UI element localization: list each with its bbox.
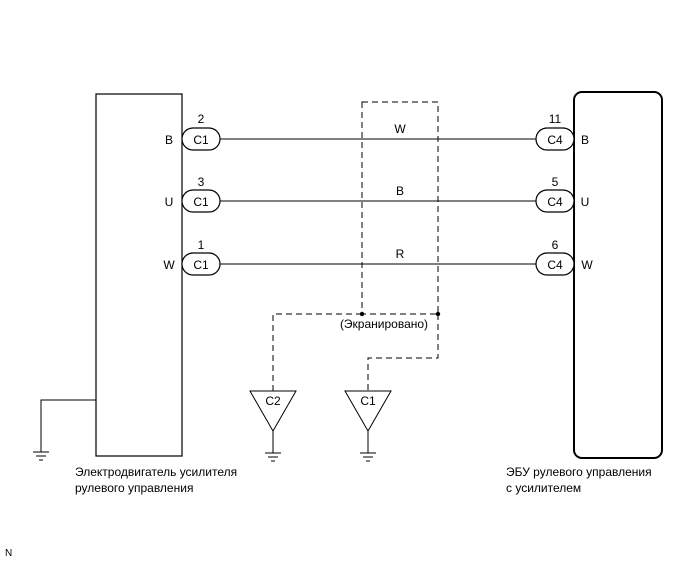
right-pin-number: 5 — [552, 175, 559, 189]
power-steering-motor-box — [95, 93, 183, 457]
left-connector-b: C1 — [181, 127, 221, 151]
right-pin-number: 6 — [552, 238, 559, 252]
connector-label: C1 — [193, 133, 209, 147]
connector-label: C1 — [193, 195, 209, 209]
left-pin-number: 3 — [198, 175, 205, 189]
right-terminal-label: U — [581, 195, 590, 209]
left-terminal-label: U — [165, 195, 174, 209]
connector-label: C4 — [547, 258, 563, 272]
ecu-caption-line1: ЭБУ рулевого управления — [506, 465, 652, 479]
left-connector-w: C1 — [181, 252, 221, 276]
right-pin-number: 11 — [549, 112, 562, 126]
right-terminal-label: B — [581, 133, 589, 147]
left-pin-number: 2 — [198, 112, 205, 126]
wire-color-label: W — [394, 122, 406, 136]
connector-label: C4 — [547, 195, 563, 209]
ground-c2-label: C2 — [265, 394, 281, 408]
left-terminal-label: B — [165, 133, 173, 147]
connector-label: C1 — [193, 258, 209, 272]
left-terminal-label: W — [163, 258, 175, 272]
wire-color-label: B — [396, 184, 404, 198]
steering-ecu-box — [573, 91, 663, 459]
right-connector-u: C4 — [535, 189, 575, 213]
right-terminal-label: W — [581, 258, 593, 272]
corner-mark: N — [5, 548, 12, 559]
shield-lines — [272, 101, 439, 394]
wire-color-label: R — [396, 247, 405, 261]
motor-caption-line1: Электродвигатель усилителя — [75, 465, 237, 479]
motor-ground-wire — [40, 399, 96, 452]
ecu-caption-line2: с усилителем — [506, 481, 581, 495]
shield-ground-c2 — [249, 390, 297, 462]
shield-label: (Экранировано) — [340, 317, 428, 331]
right-connector-b: C4 — [535, 127, 575, 151]
ground-c1-label: C1 — [360, 394, 376, 408]
shield-ground-c1 — [344, 390, 392, 462]
left-connector-u: C1 — [181, 189, 221, 213]
motor-caption-line2: рулевого управления — [75, 481, 193, 495]
connector-label: C4 — [547, 133, 563, 147]
right-connector-w: C4 — [535, 252, 575, 276]
shield-junction-dot — [435, 311, 441, 317]
motor-ground-symbol — [33, 451, 49, 461]
shield-junction-dot — [359, 311, 365, 317]
left-pin-number: 1 — [198, 238, 205, 252]
